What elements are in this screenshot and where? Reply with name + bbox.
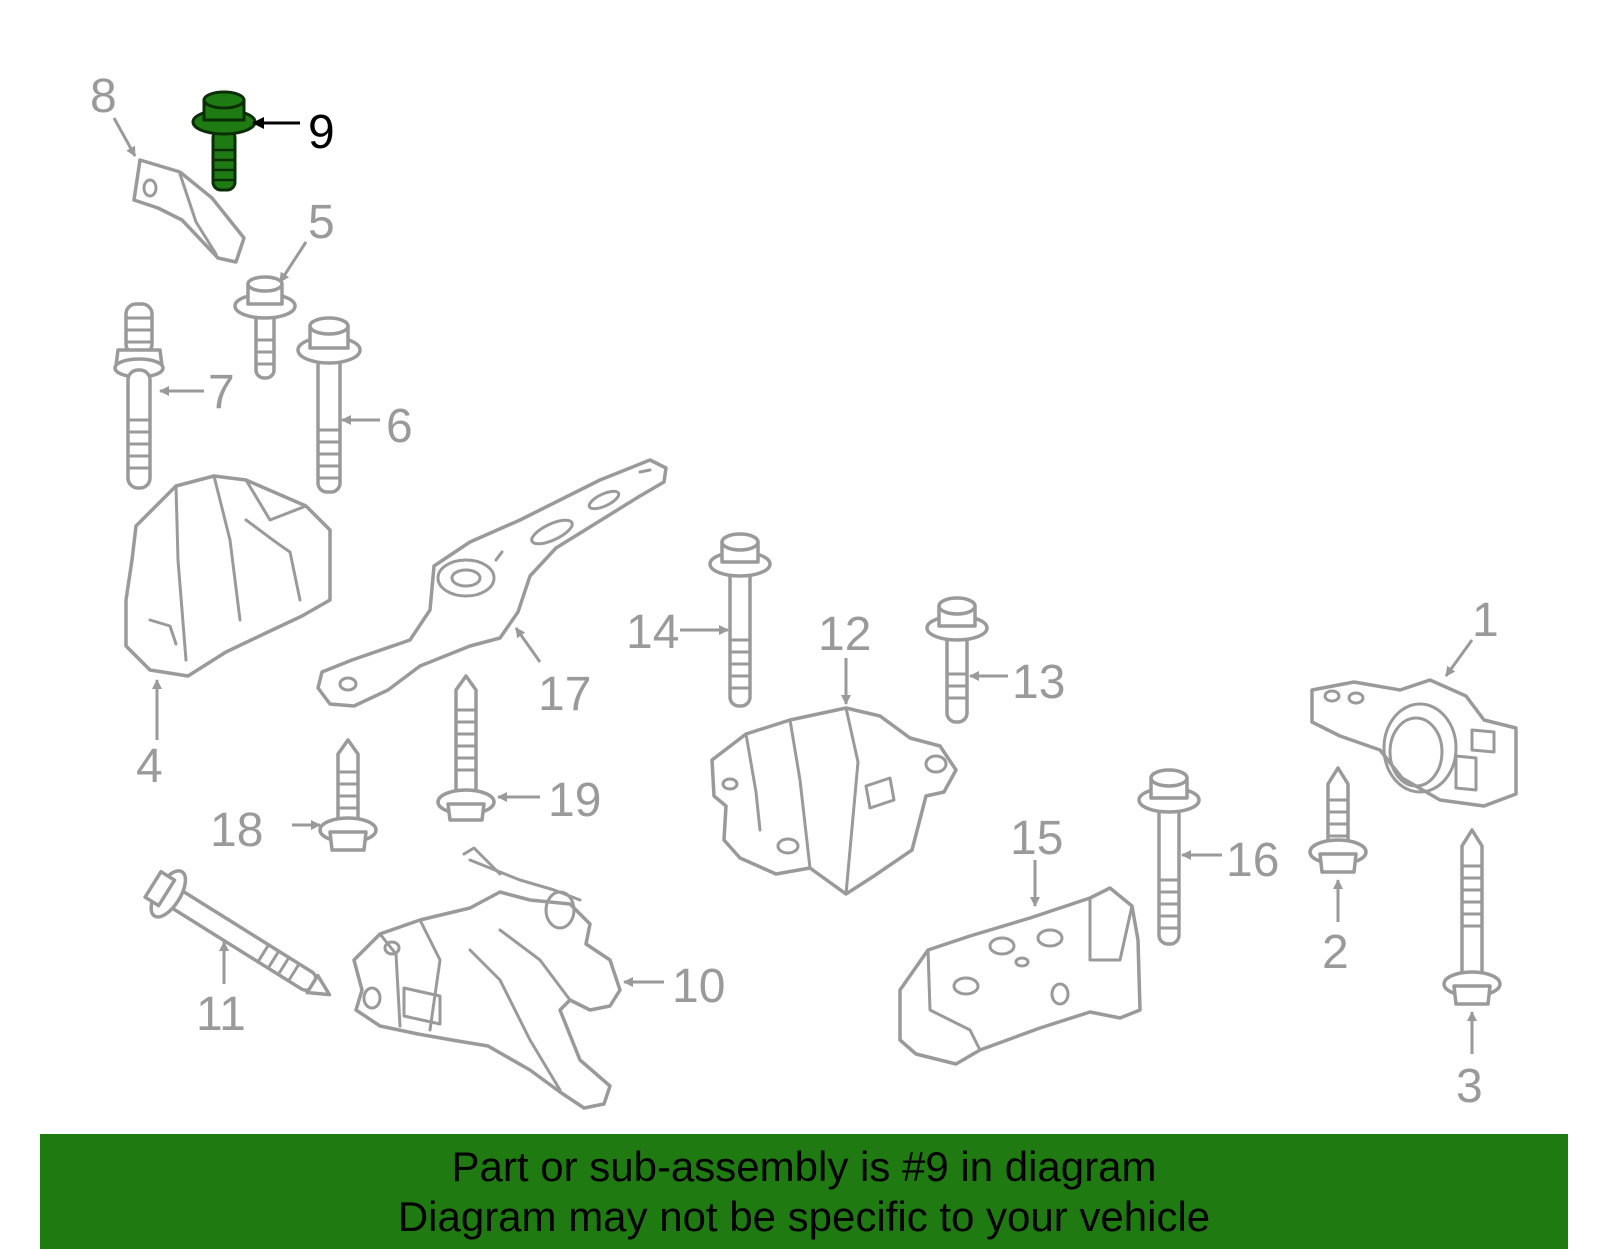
callout-9: 9: [308, 106, 335, 159]
callout-4: 4: [136, 740, 163, 793]
callout-19: 19: [548, 774, 601, 827]
part-16-bolt[interactable]: [1137, 768, 1201, 946]
callout-10: 10: [672, 960, 725, 1013]
part-15-mount-bracket[interactable]: [898, 886, 1142, 1066]
callout-14: 14: [626, 606, 679, 659]
part-1-bushing-bracket[interactable]: [1310, 678, 1518, 808]
part-11-bolt[interactable]: [139, 862, 343, 1016]
callout-11: 11: [196, 988, 246, 1041]
part-5-bolt[interactable]: [233, 275, 297, 380]
callout-18: 18: [210, 804, 263, 857]
leader-lines: [112, 117, 1477, 1054]
part-13-bolt[interactable]: [925, 596, 989, 724]
part-4-engine-mount[interactable]: [124, 474, 332, 678]
part-3-screw[interactable]: [1442, 828, 1502, 1006]
part-8-bracket[interactable]: [132, 158, 246, 264]
part-6-bolt[interactable]: [296, 316, 362, 494]
part-17-torque-arm[interactable]: [316, 458, 668, 708]
callout-1: 1: [1472, 594, 1499, 647]
part-14-bolt[interactable]: [708, 532, 772, 708]
callout-6: 6: [386, 400, 413, 453]
banner-line-1: Part or sub-assembly is #9 in diagram: [451, 1142, 1157, 1190]
callout-5: 5: [308, 196, 335, 249]
part-9-bolt-highlighted[interactable]: [191, 90, 257, 192]
part-12-transmission-mount[interactable]: [710, 706, 958, 896]
part-19-screw[interactable]: [436, 674, 496, 822]
callout-2: 2: [1322, 926, 1349, 979]
callout-8: 8: [90, 70, 117, 123]
info-banner: Part or sub-assembly is #9 in diagram Di…: [40, 1134, 1568, 1249]
part-2-screw[interactable]: [1308, 766, 1368, 874]
banner-line-2: Diagram may not be specific to your vehi…: [397, 1192, 1211, 1240]
callout-15: 15: [1010, 812, 1063, 865]
callout-7: 7: [208, 366, 235, 419]
part-18-screw[interactable]: [318, 738, 378, 852]
callout-3: 3: [1456, 1060, 1483, 1113]
callout-16: 16: [1226, 834, 1279, 887]
part-7-stud[interactable]: [113, 302, 165, 490]
callout-17: 17: [538, 668, 591, 721]
callout-labels: 9 8 5 7 6 4 17 14 12 13 1 18 19 16 15 2 …: [90, 70, 1499, 1113]
callout-12: 12: [818, 608, 871, 661]
callout-13: 13: [1012, 656, 1065, 709]
part-10-transmission-bracket[interactable]: [352, 846, 622, 1110]
